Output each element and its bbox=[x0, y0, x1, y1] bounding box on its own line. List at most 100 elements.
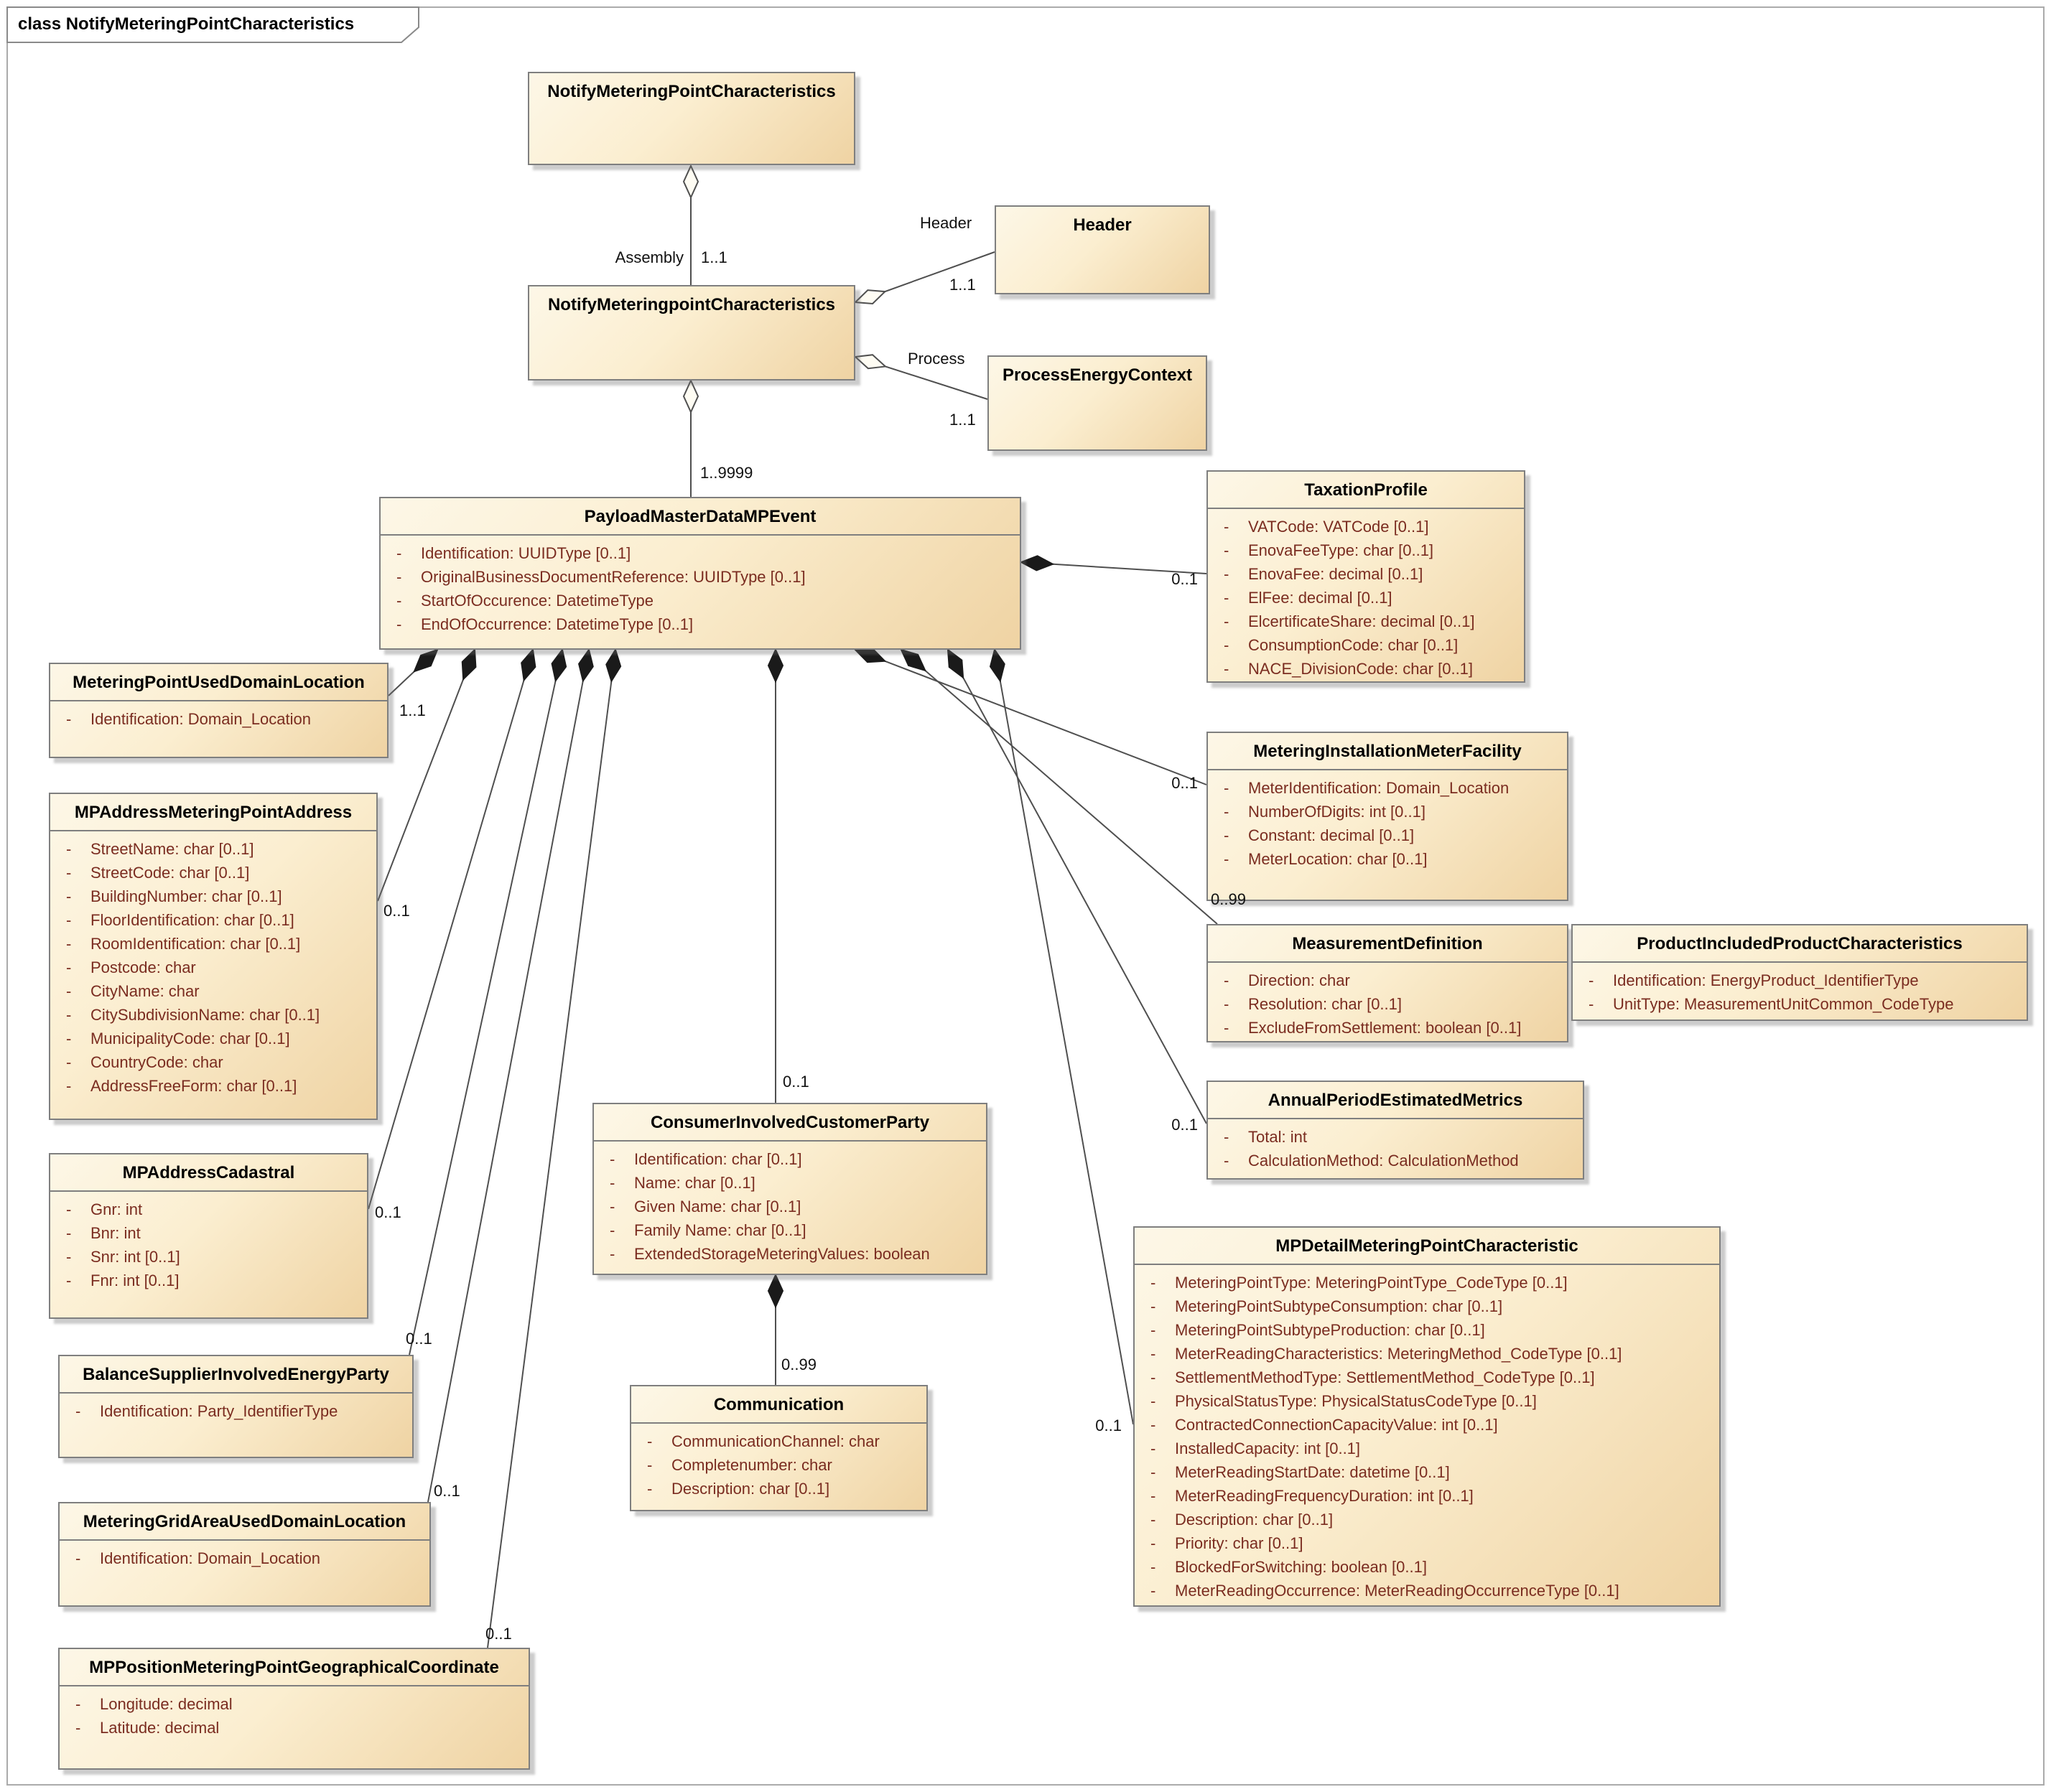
connector-metering-grid-area-used-domain-location bbox=[427, 650, 589, 1503]
edge-multiplicity-payload: 1..9999 bbox=[700, 464, 753, 482]
visibility-marker: - bbox=[1150, 1297, 1156, 1315]
attribute-text: Completenumber: char bbox=[671, 1456, 832, 1474]
class-title: BalanceSupplierInvolvedEnergyParty bbox=[83, 1365, 389, 1384]
class-attribute: -MeterReadingStartDate: datetime [0..1] bbox=[1135, 1460, 1713, 1484]
class-notify-metering-point-characteristics[interactable]: NotifyMeteringPointCharacteristics bbox=[528, 72, 855, 165]
attribute-text: Gnr: int bbox=[90, 1200, 143, 1218]
class-attribute: -Total: int bbox=[1208, 1125, 1577, 1149]
class-attribute: -BuildingNumber: char [0..1] bbox=[50, 885, 371, 908]
edge-multiplicity-metering-grid-area-used-domain-location: 0..1 bbox=[434, 1482, 460, 1500]
attribute-text: CitySubdivisionName: char [0..1] bbox=[90, 1006, 320, 1024]
class-attribute: -Identification: UUIDType [0..1] bbox=[381, 541, 1014, 565]
attribute-text: Given Name: char [0..1] bbox=[634, 1198, 801, 1215]
class-title: AnnualPeriodEstimatedMetrics bbox=[1268, 1091, 1523, 1110]
class-attribute: -SettlementMethodType: SettlementMethod_… bbox=[1135, 1366, 1713, 1389]
attribute-text: MeterReadingOccurrence: MeterReadingOccu… bbox=[1175, 1582, 1619, 1600]
class-mp-detail-metering-point-characteristic[interactable]: MPDetailMeteringPointCharacteristic -Met… bbox=[1133, 1226, 1721, 1607]
class-measurement-definition[interactable]: MeasurementDefinition -Direction: char-R… bbox=[1206, 924, 1568, 1042]
edge-multiplicity-assembly: 1..1 bbox=[701, 248, 727, 266]
attribute-text: MeterReadingStartDate: datetime [0..1] bbox=[1175, 1463, 1450, 1481]
attribute-text: Identification: char [0..1] bbox=[634, 1150, 802, 1168]
visibility-marker: - bbox=[1150, 1582, 1156, 1600]
class-metering-installation-meter-facility[interactable]: MeteringInstallationMeterFacility -Meter… bbox=[1206, 732, 1568, 901]
attribute-text: Identification: UUIDType [0..1] bbox=[421, 544, 631, 562]
class-mp-position-metering-point-geographical-coordinate[interactable]: MPPositionMeteringPointGeographicalCoord… bbox=[58, 1648, 530, 1770]
attribute-text: ContractedConnectionCapacityValue: int [… bbox=[1175, 1416, 1498, 1434]
visibility-marker: - bbox=[1150, 1321, 1156, 1339]
class-attribute: -StreetCode: char [0..1] bbox=[50, 861, 371, 885]
attribute-text: EnovaFeeType: char [0..1] bbox=[1248, 541, 1434, 559]
frame-tab-shape bbox=[6, 6, 419, 43]
class-title: ProductIncludedProductCharacteristics bbox=[1637, 934, 1963, 953]
class-consumer-involved-customer-party[interactable]: ConsumerInvolvedCustomerParty -Identific… bbox=[592, 1103, 987, 1275]
visibility-marker: - bbox=[1224, 995, 1229, 1013]
class-taxation-profile[interactable]: TaxationProfile -VATCode: VATCode [0..1]… bbox=[1206, 470, 1525, 683]
class-title: MeteringGridAreaUsedDomainLocation bbox=[83, 1512, 406, 1531]
class-attribute: -FloorIdentification: char [0..1] bbox=[50, 908, 371, 932]
attribute-text: MeteringPointSubtypeConsumption: char [0… bbox=[1175, 1297, 1503, 1315]
visibility-marker: - bbox=[647, 1480, 653, 1498]
class-attribute: - EnovaFeeType: char [0..1] bbox=[1208, 538, 1518, 562]
visibility-marker: - bbox=[66, 864, 72, 882]
visibility-marker: - bbox=[1224, 541, 1229, 559]
class-attribute: -Bnr: int bbox=[50, 1221, 361, 1245]
visibility-marker: - bbox=[1224, 971, 1229, 989]
edge-role-assembly: Assembly bbox=[615, 248, 684, 266]
class-attributes: -Longitude: decimal-Latitude: decimal bbox=[60, 1685, 529, 1742]
visibility-marker: - bbox=[1224, 779, 1229, 797]
class-attribute: -CalculationMethod: CalculationMethod bbox=[1208, 1149, 1577, 1172]
class-balance-supplier-involved-energy-party[interactable]: BalanceSupplierInvolvedEnergyParty -Iden… bbox=[58, 1355, 414, 1458]
attribute-text: NACE_DivisionCode: char [0..1] bbox=[1248, 660, 1474, 678]
class-mp-address-metering-point-address[interactable]: MPAddressMeteringPointAddress -StreetNam… bbox=[49, 793, 378, 1120]
visibility-marker: - bbox=[1224, 589, 1229, 607]
class-metering-point-used-domain-location[interactable]: MeteringPointUsedDomainLocation -Identif… bbox=[49, 663, 389, 758]
attribute-text: Name: char [0..1] bbox=[634, 1174, 755, 1192]
attribute-text: ExtendedStorageMeteringValues: boolean bbox=[634, 1245, 930, 1263]
class-notify-meteringpoint-characteristics[interactable]: NotifyMeteringpointCharacteristics bbox=[528, 285, 855, 381]
class-attribute: -Description: char [0..1] bbox=[631, 1477, 921, 1501]
class-metering-grid-area-used-domain-location[interactable]: MeteringGridAreaUsedDomainLocation -Iden… bbox=[58, 1502, 431, 1607]
attribute-text: Description: char [0..1] bbox=[671, 1480, 830, 1498]
class-attribute: -Snr: int [0..1] bbox=[50, 1245, 361, 1269]
attribute-text: Latitude: decimal bbox=[100, 1719, 220, 1737]
attribute-text: PhysicalStatusType: PhysicalStatusCodeTy… bbox=[1175, 1392, 1537, 1410]
visibility-marker: - bbox=[1150, 1487, 1156, 1505]
visibility-marker: - bbox=[66, 935, 72, 953]
visibility-marker: - bbox=[1589, 995, 1594, 1013]
attribute-text: CityName: char bbox=[90, 982, 200, 1000]
class-attribute: -MunicipalityCode: char [0..1] bbox=[50, 1027, 371, 1050]
class-attribute: -Identification: char [0..1] bbox=[594, 1147, 980, 1171]
attribute-text: MeteringPointSubtypeProduction: char [0.… bbox=[1175, 1321, 1485, 1339]
attribute-text: BuildingNumber: char [0..1] bbox=[90, 887, 282, 905]
attribute-text: AddressFreeForm: char [0..1] bbox=[90, 1077, 297, 1095]
class-attribute: -Family Name: char [0..1] bbox=[594, 1218, 980, 1242]
class-title: Communication bbox=[713, 1395, 845, 1414]
class-header[interactable]: Header bbox=[995, 205, 1210, 294]
class-title: MPAddressMeteringPointAddress bbox=[74, 803, 353, 822]
visibility-marker: - bbox=[1224, 660, 1229, 678]
class-attribute: -Description: char [0..1] bbox=[1135, 1508, 1713, 1531]
visibility-marker: - bbox=[1150, 1511, 1156, 1529]
class-product-included-product-characteristics[interactable]: ProductIncludedProductCharacteristics -I… bbox=[1571, 924, 2028, 1021]
class-process-energy-context[interactable]: ProcessEnergyContext bbox=[987, 355, 1207, 451]
class-attribute: -MeterIdentification: Domain_Location bbox=[1208, 776, 1561, 800]
edge-role-header: Header bbox=[920, 214, 972, 232]
visibility-marker: - bbox=[396, 592, 402, 610]
class-attribute: - MeterReadingOccurrence: MeterReadingOcc… bbox=[1135, 1579, 1713, 1602]
visibility-marker: - bbox=[75, 1719, 81, 1737]
visibility-marker: - bbox=[1224, 803, 1229, 821]
visibility-marker: - bbox=[610, 1174, 615, 1192]
class-annual-period-estimated-metrics[interactable]: AnnualPeriodEstimatedMetrics -Total: int… bbox=[1206, 1081, 1584, 1180]
attribute-text: BlockedForSwitching: boolean [0..1] bbox=[1175, 1558, 1427, 1576]
class-attributes: -VATCode: VATCode [0..1]-EnovaFeeType: c… bbox=[1208, 508, 1524, 681]
visibility-marker: - bbox=[1589, 971, 1594, 989]
class-communication[interactable]: Communication -CommunicationChannel: cha… bbox=[630, 1385, 928, 1511]
attribute-text: Priority: char [0..1] bbox=[1175, 1534, 1303, 1552]
class-payload-master-data-mp-event[interactable]: PayloadMasterDataMPEvent -Identification… bbox=[379, 497, 1021, 650]
edge-multiplicity-metering-installation-meter-facility: 0..1 bbox=[1171, 774, 1198, 792]
class-mp-address-cadastral[interactable]: MPAddressCadastral -Gnr: int-Bnr: int-Sn… bbox=[49, 1153, 368, 1319]
class-title: PayloadMasterDataMPEvent bbox=[584, 507, 817, 526]
class-title: Header bbox=[1073, 215, 1132, 235]
attribute-text: CalculationMethod: CalculationMethod bbox=[1248, 1152, 1519, 1170]
visibility-marker: - bbox=[1150, 1274, 1156, 1292]
